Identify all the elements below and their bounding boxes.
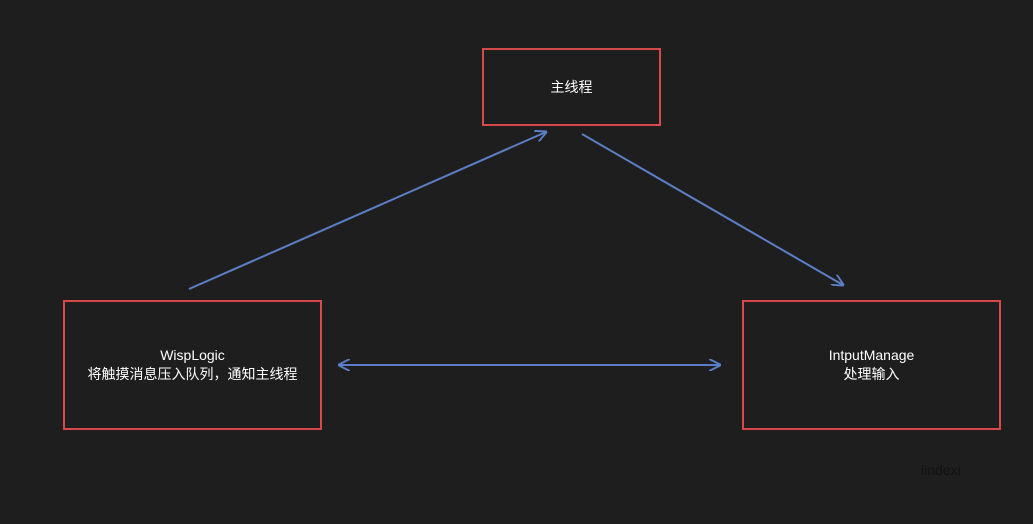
node-input-manager-title: IntputManage [828,347,915,363]
node-main-thread: 主线程 [482,48,661,126]
edge-main-to-input [581,133,843,285]
node-input-manager-subtitle: 处理输入 [843,366,900,382]
node-input-manager: IntputManage 处理输入 [742,300,1001,430]
node-wisp-logic: WispLogic 将触摸消息压入队列，通知主线程 [63,300,322,430]
node-wisp-logic-title: WispLogic [160,347,225,363]
edge-wisp-to-main [188,132,546,290]
node-wisp-logic-subtitle: 将触摸消息压入队列，通知主线程 [87,366,298,382]
node-main-thread-title: 主线程 [550,78,593,95]
author-watermark: lindexi [921,462,961,478]
